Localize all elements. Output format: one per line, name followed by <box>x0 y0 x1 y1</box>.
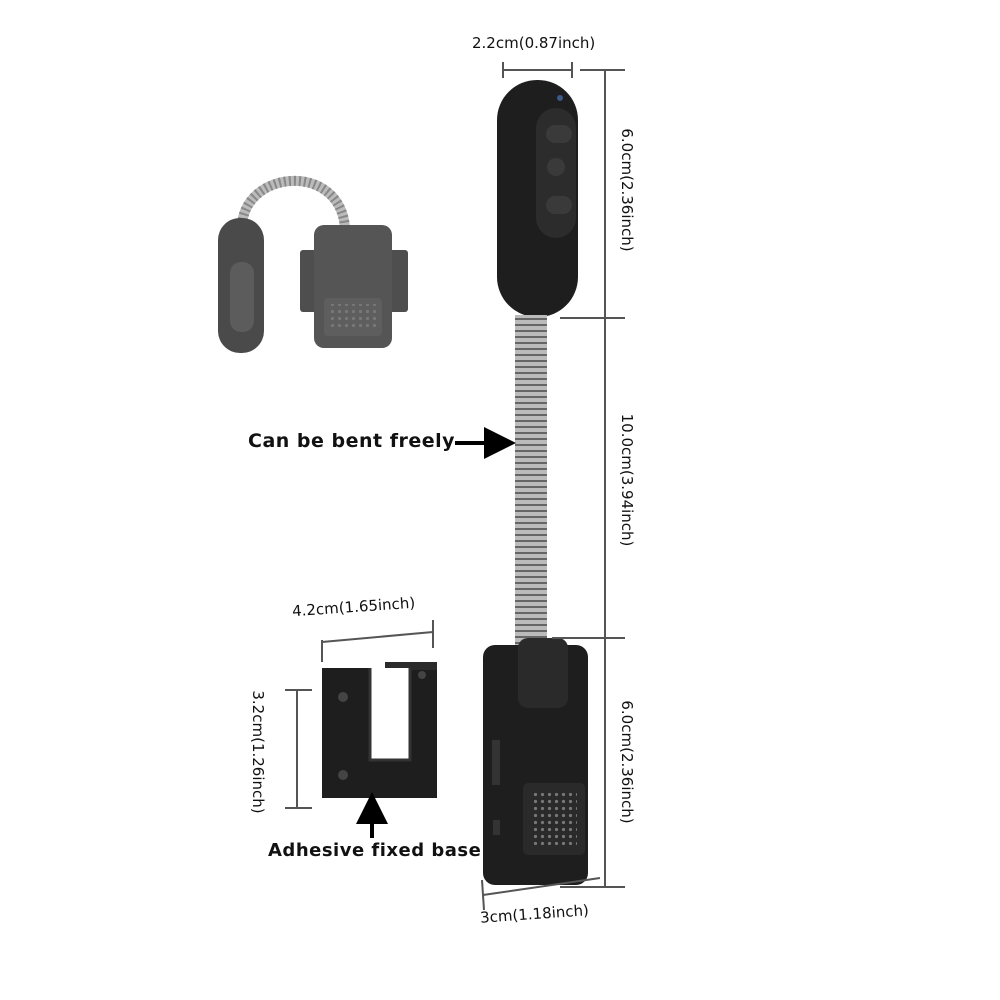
gooseneck <box>515 315 547 645</box>
thumbnail-device <box>218 176 408 353</box>
neck-length-label: 10.0cm(3.94inch) <box>618 413 636 547</box>
base-callout: Adhesive fixed base <box>268 840 482 861</box>
device-head <box>497 80 578 317</box>
body-height-label: 6.0cm(2.36inch) <box>618 700 636 824</box>
adhesive-base <box>322 662 437 798</box>
dimension-lines <box>285 62 625 911</box>
base-height-label: 3.2cm(1.26inch) <box>249 690 267 814</box>
bend-callout: Can be bent freely <box>248 430 456 452</box>
head-height-label: 6.0cm(2.36inch) <box>618 128 636 252</box>
head-width-label: 2.2cm(0.87inch) <box>472 34 596 52</box>
device-body <box>483 638 588 885</box>
